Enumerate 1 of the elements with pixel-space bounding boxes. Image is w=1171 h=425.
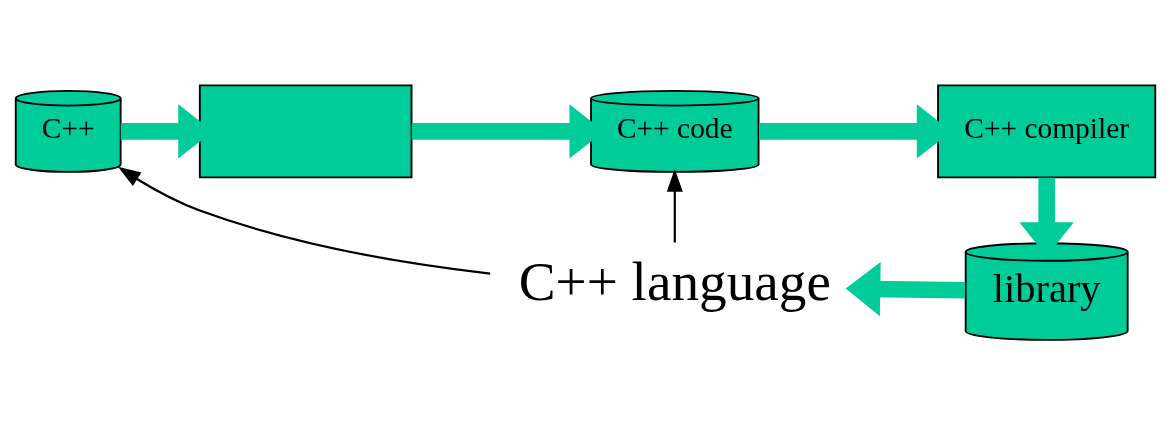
node-text: C++ language	[518, 250, 831, 312]
